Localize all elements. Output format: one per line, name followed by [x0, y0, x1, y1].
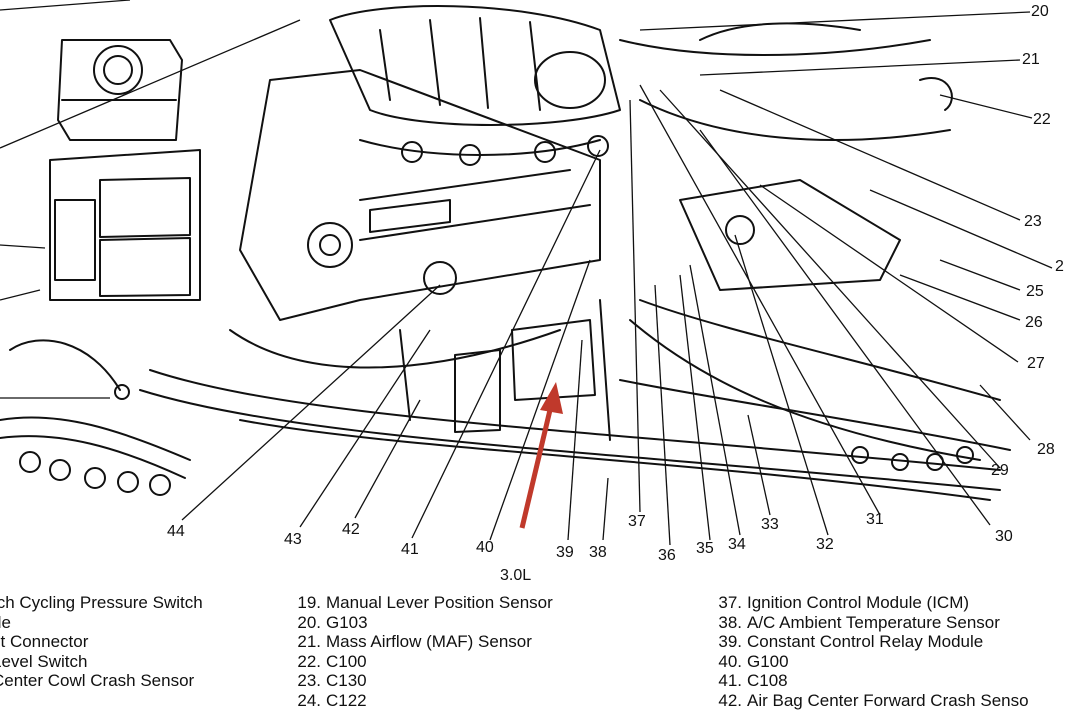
harness-right [619, 22, 1011, 471]
frame-rails [139, 299, 1001, 501]
callout-27: 27 [1027, 355, 1045, 372]
legend-left-column: tch Cycling Pressure Switch de st Connec… [0, 593, 203, 691]
callout-30: 30 [995, 528, 1013, 545]
legend-item: 38.A/C Ambient Temperature Sensor [718, 612, 1000, 632]
engine-block-outline [229, 69, 601, 369]
callout-20: 20 [1031, 3, 1049, 20]
callout-25: 25 [1026, 283, 1044, 300]
legend-item: 24.C122 [297, 690, 367, 710]
callout-24-partial: 2 [1055, 258, 1064, 275]
legend-item: 21.Mass Airflow (MAF) Sensor [297, 632, 532, 652]
legend-item: Center Cowl Crash Sensor [0, 671, 195, 691]
callout-42: 42 [342, 521, 360, 538]
legend-item: 41.C108 [718, 671, 788, 691]
callout-29: 29 [991, 462, 1009, 479]
callout-38: 38 [589, 544, 607, 561]
legend-middle-column: 19.Manual Lever Position Sensor 20.G103 … [291, 593, 553, 711]
relay-box-outline [49, 149, 201, 301]
legend-item: 19.Manual Lever Position Sensor [297, 593, 553, 612]
legend-item: 37.Ignition Control Module (ICM) [718, 593, 970, 612]
harness-lower-left [0, 339, 191, 496]
legend-item: tch Cycling Pressure Switch [0, 593, 203, 612]
legend-item: 23.C130 [297, 671, 367, 691]
callout-35: 35 [696, 540, 714, 557]
callout-23: 23 [1024, 213, 1042, 230]
maf-sensor-outline [454, 319, 596, 433]
callout-31: 31 [866, 511, 884, 528]
callout-40: 40 [476, 539, 494, 556]
callout-37: 37 [628, 513, 646, 530]
callout-36: 36 [658, 547, 676, 564]
legend-item: Level Switch [0, 651, 88, 671]
reservoir-outline [57, 39, 183, 141]
leader-lines [0, 0, 1053, 546]
callout-26: 26 [1025, 314, 1043, 331]
legend-item: st Connector [0, 632, 89, 652]
callout-34: 34 [728, 536, 746, 553]
legend-item: de [0, 612, 11, 632]
legend-item: 39.Constant Control Relay Module [718, 632, 984, 652]
legend-item: 22.C100 [297, 651, 367, 671]
callout-33: 33 [761, 516, 779, 533]
legend-right-column: 37.Ignition Control Module (ICM) 38.A/C … [712, 593, 1029, 711]
callout-28: 28 [1037, 441, 1055, 458]
callout-41: 41 [401, 541, 419, 558]
legend-item: 20.G103 [297, 612, 368, 632]
callout-21: 21 [1022, 51, 1040, 68]
callout-39: 39 [556, 544, 574, 561]
legend-item: 40.G100 [718, 651, 789, 671]
callout-44: 44 [167, 523, 185, 540]
intake-manifold-outline [329, 5, 621, 166]
legend-item: 42.Air Bag Center Forward Crash Senso [718, 690, 1029, 710]
callout-43: 43 [284, 531, 302, 548]
engine-label: 3.0L [500, 567, 532, 584]
callout-32: 32 [816, 536, 834, 553]
callout-22: 22 [1033, 111, 1051, 128]
highlight-arrow [519, 382, 563, 529]
